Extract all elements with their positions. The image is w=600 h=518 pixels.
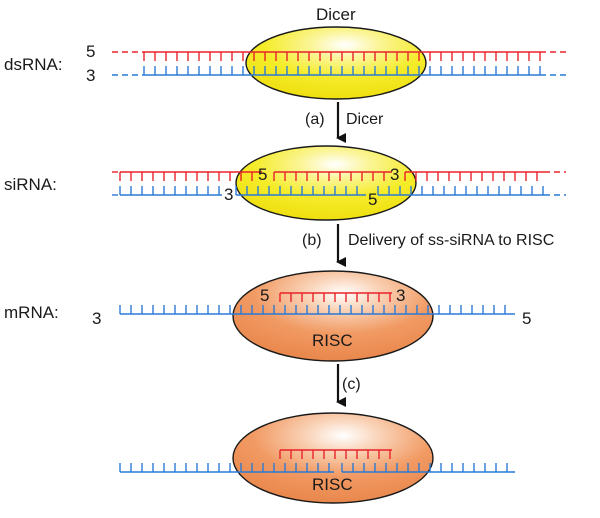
- step-a-text: Dicer: [346, 111, 384, 128]
- dicer-enzyme: [245, 26, 427, 100]
- dsrna-sense-strand: [112, 51, 566, 61]
- cleaved-mrna-left-fragment: [119, 463, 334, 473]
- step-c-label: (c): [342, 376, 361, 393]
- sirna-right-red-fragment: [404, 171, 566, 181]
- risc-label-2: RISC: [312, 475, 353, 494]
- target-mrna: [119, 305, 515, 315]
- sirna-guide-red-fragment: [273, 171, 392, 181]
- risc-complex-cleavage: [232, 412, 434, 504]
- sirna-right-blue-fragment: [377, 186, 566, 196]
- step-b-label: (b): [302, 232, 322, 249]
- row-label-mrna: mRNA:: [4, 303, 59, 322]
- guide-5-label: 5: [260, 286, 269, 305]
- si-passenger-5-label: 5: [368, 190, 377, 209]
- ds-bottom-end-label: 3: [86, 66, 95, 85]
- risc-label: RISC: [312, 331, 353, 350]
- guide-strand-after-cleavage: [279, 449, 392, 459]
- mrna-3-end-label: 3: [92, 309, 101, 328]
- si-guide-5-label: 5: [258, 165, 267, 184]
- dicer-label: Dicer: [316, 5, 356, 24]
- sirna-left-red-fragment: [112, 171, 262, 181]
- guide-strand-bound: [279, 292, 392, 302]
- sirna-passenger-blue-fragment: [235, 186, 366, 196]
- row-label-dsrna: dsRNA:: [4, 55, 63, 74]
- mrna-5-end-label: 5: [522, 309, 531, 328]
- row-label-sirna: siRNA:: [4, 175, 57, 194]
- sirna-left-blue-fragment: [112, 186, 222, 196]
- guide-3-label: 3: [396, 286, 405, 305]
- si-guide-3-label: 3: [390, 165, 399, 184]
- si-passenger-3-label: 3: [224, 185, 233, 204]
- step-b-text: Delivery of ss-siRNA to RISC: [348, 232, 554, 249]
- ds-top-end-label: 5: [86, 42, 95, 61]
- cleaved-mrna-right-fragment: [341, 463, 515, 473]
- dsrna-antisense-strand: [112, 66, 566, 76]
- dicer-enzyme-sirna: [235, 145, 417, 221]
- step-a-label: (a): [305, 111, 325, 128]
